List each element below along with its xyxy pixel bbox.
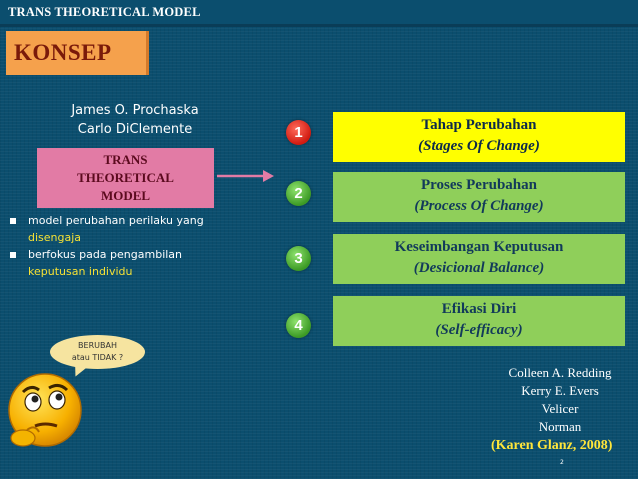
citation-author: Colleen A. Redding <box>508 365 612 380</box>
author-name: James O. Prochaska <box>71 103 199 118</box>
step-title: Keseimbangan Keputusan <box>394 239 564 255</box>
step-box-3: Keseimbangan Keputusan (Desicional Balan… <box>333 234 625 284</box>
header-title: TRANS THEORETICAL MODEL <box>8 5 201 19</box>
bullet-item: model perubahan perilaku yang disengaja <box>8 212 213 246</box>
authors-block: James O. Prochaska Carlo DiClemente <box>40 101 230 139</box>
bullet-list: model perubahan perilaku yang disengaja … <box>8 212 213 280</box>
speech-bubble: BERUBAH atau TIDAK ? <box>50 335 145 379</box>
bullet-highlight: keputusan individu <box>28 265 133 278</box>
citation-author: Norman <box>538 419 582 434</box>
bullet-item: berfokus pada pengambilan keputusan indi… <box>8 246 213 280</box>
step-box-2: Proses Perubahan (Process Of Change) <box>333 172 625 222</box>
step-subtitle: (Process Of Change) <box>414 198 544 214</box>
bullet-square-icon <box>10 218 16 224</box>
bullet-text: model perubahan perilaku yang <box>28 214 204 227</box>
bubble-line: atau TIDAK ? <box>71 353 124 362</box>
ttm-box: TRANS THEORETICAL MODEL <box>37 148 214 208</box>
bullet-highlight: disengaja <box>28 231 82 244</box>
ttm-line: MODEL <box>100 188 151 203</box>
ttm-line: THEORETICAL <box>77 170 174 185</box>
section-label: KONSEP <box>14 40 112 65</box>
thinking-smiley-icon <box>8 373 82 447</box>
bullet-square-icon <box>10 252 16 258</box>
top-bar: TRANS THEORETICAL MODEL <box>0 0 638 24</box>
step-subtitle: (Desicional Balance) <box>413 260 545 276</box>
step-box-4: Efikasi Diri (Self-efficacy) <box>333 296 625 346</box>
step-title: Efikasi Diri <box>441 301 517 317</box>
step-title: Proses Perubahan <box>421 177 537 193</box>
author-name: Carlo DiClemente <box>77 122 193 137</box>
step-box-1: Tahap Perubahan (Stages Of Change) <box>333 112 625 162</box>
step-title: Tahap Perubahan <box>421 117 537 133</box>
citation-author: Velicer <box>541 401 579 416</box>
bubble-line: BERUBAH <box>78 341 117 350</box>
bullet-text: berfokus pada pengambilan <box>28 248 183 261</box>
step-number-2: 2 <box>286 181 311 206</box>
arrow-right-icon <box>217 170 274 182</box>
step-number-3: 3 <box>286 246 311 271</box>
page-number: 2 <box>560 459 564 466</box>
step-subtitle: (Stages Of Change) <box>418 138 540 154</box>
step-number-1: 1 <box>286 120 311 145</box>
section-label-box: KONSEP <box>6 31 149 75</box>
citation-authors: Colleen A. Redding Kerry E. Evers Velice… <box>480 364 638 436</box>
top-divider <box>0 24 638 27</box>
reference: (Karen Glanz, 2008) <box>491 438 613 453</box>
citation-author: Kerry E. Evers <box>521 383 599 398</box>
ttm-line: TRANS <box>103 152 148 167</box>
step-number-4: 4 <box>286 313 311 338</box>
step-subtitle: (Self-efficacy) <box>435 322 523 338</box>
